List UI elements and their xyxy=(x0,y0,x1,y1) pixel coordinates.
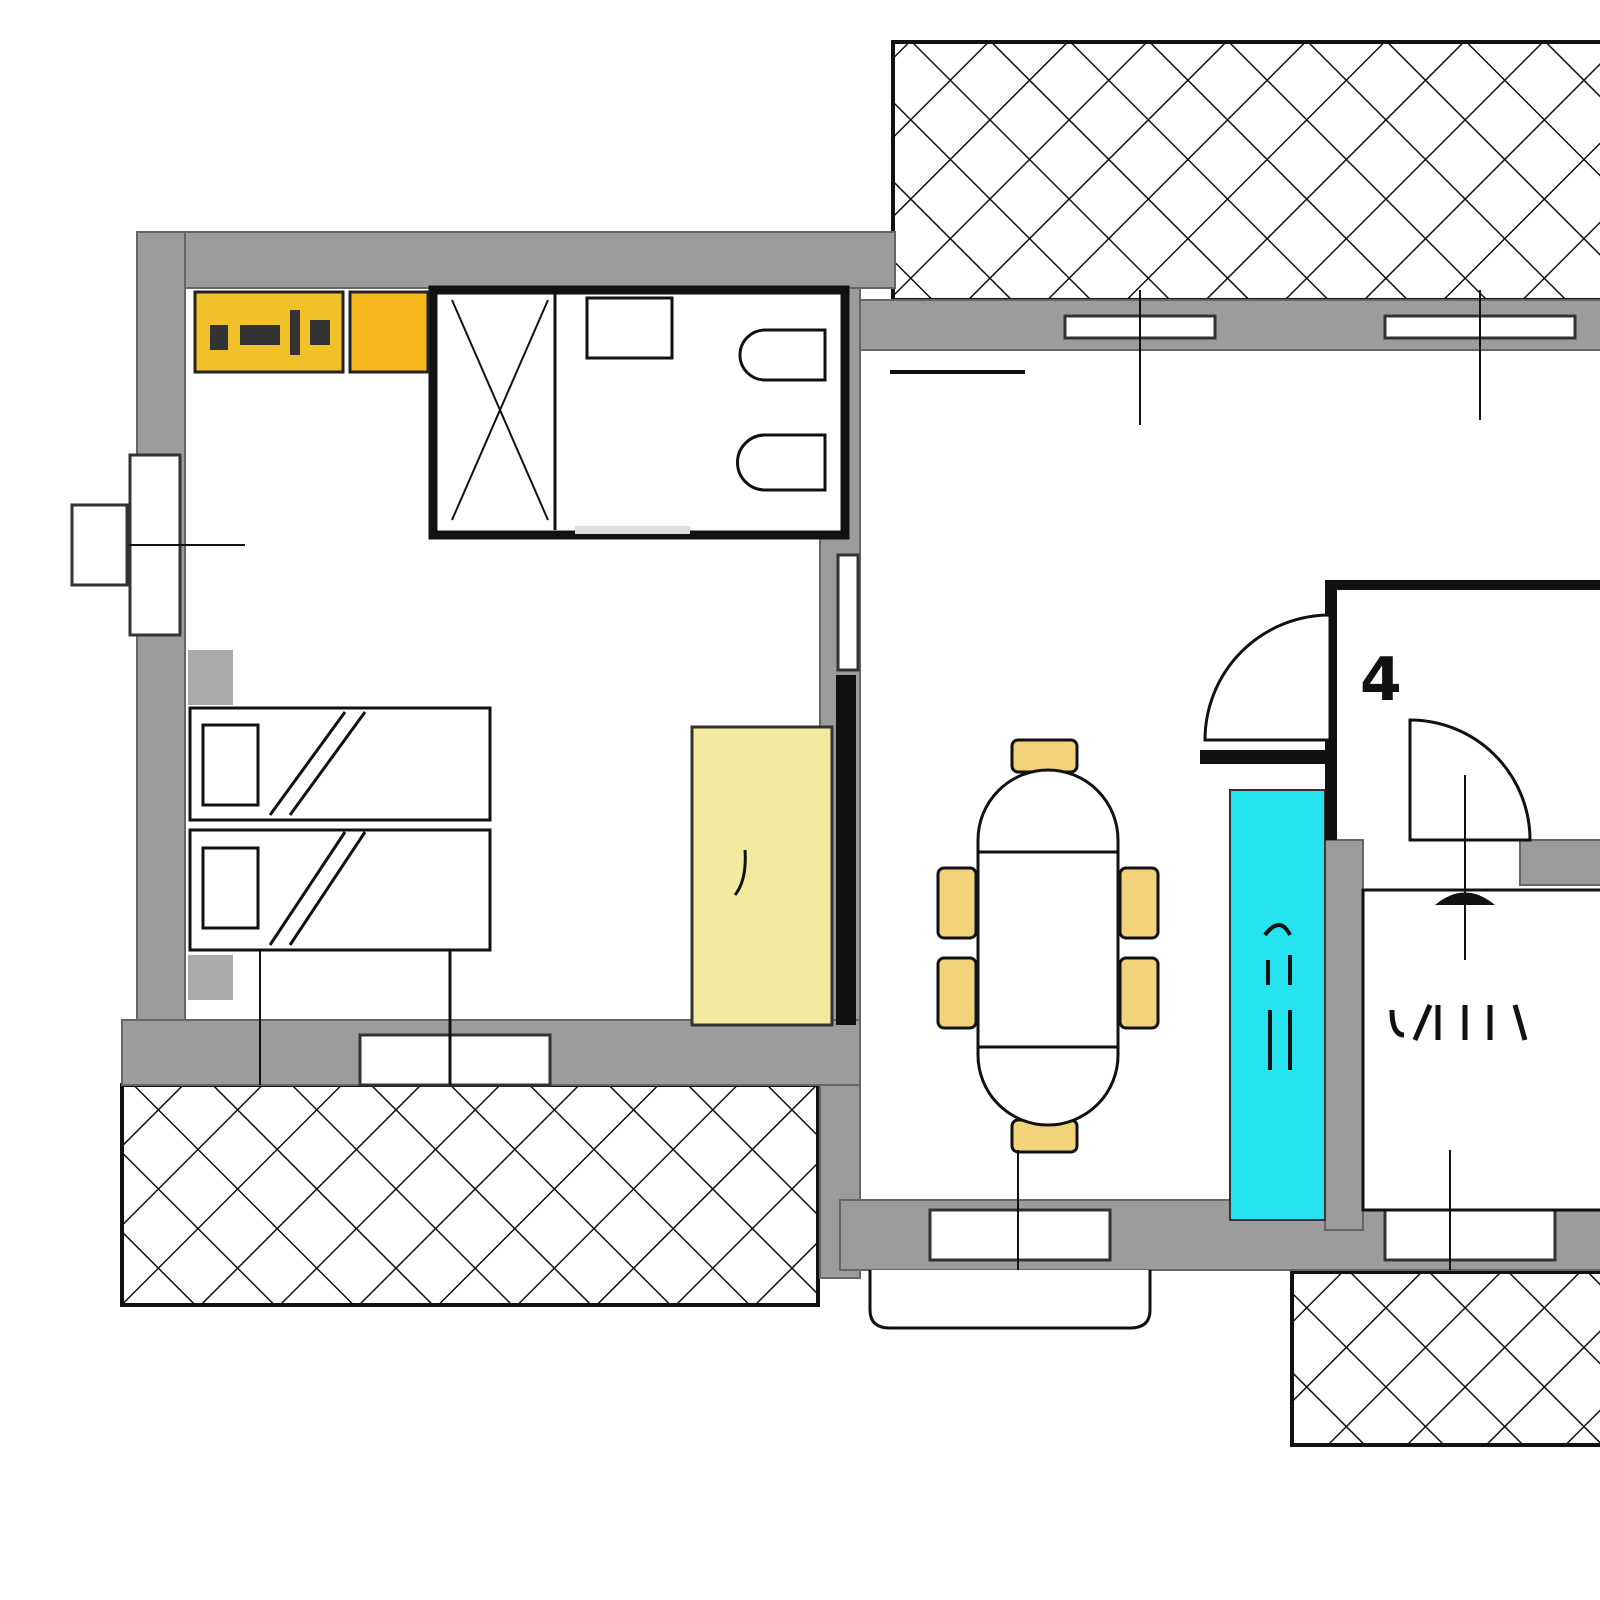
cyan-cabinet xyxy=(1229,789,1326,1221)
toilet-icon xyxy=(738,328,827,382)
bed-icon xyxy=(188,650,492,1000)
exterior-fixture xyxy=(70,503,129,587)
shower-icon xyxy=(451,299,549,521)
bathroom xyxy=(428,285,850,540)
door-swing-icon xyxy=(1203,613,1332,742)
terrace-top-hatched xyxy=(891,40,1600,302)
bidet-icon xyxy=(736,433,827,492)
chair-icon xyxy=(936,738,1160,1154)
sink-icon xyxy=(585,296,674,360)
kitchen-cabinet xyxy=(348,290,430,374)
entrance-steps xyxy=(868,1270,1152,1330)
dining-table-icon xyxy=(936,738,1160,1270)
stove-icon xyxy=(210,310,330,355)
wall-black xyxy=(836,675,856,1025)
terrace-left-hatched xyxy=(120,1083,820,1307)
bed-marks xyxy=(1389,1004,1528,1041)
room-4-wall xyxy=(1325,580,1600,590)
wardrobe-handle xyxy=(733,849,747,896)
wardrobe xyxy=(690,725,834,1027)
room-4-wall xyxy=(1200,750,1330,764)
cabinet-marks xyxy=(1263,923,1292,1070)
bed-icon xyxy=(1361,888,1600,1212)
door-swing-icon xyxy=(1408,718,1532,842)
room-label-4: 4 xyxy=(1360,645,1402,715)
terrace-right-hatched xyxy=(1290,1270,1600,1447)
